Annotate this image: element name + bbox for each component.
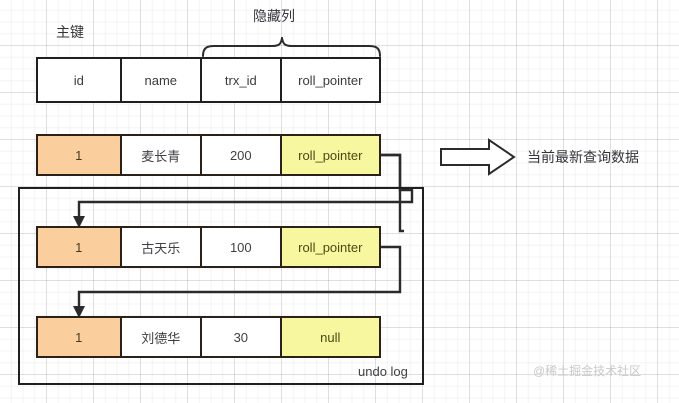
table-row: 1 刘德华 30 null [36,316,381,358]
watermark: @稀土掘金技术社区 [533,364,642,378]
primary-key-label: 主键 [56,24,84,40]
block-arrow-latest [440,138,516,176]
arrowhead-row3 [73,306,85,318]
schema-header-table: id name trx_id roll_pointer [36,57,381,103]
row-cell-id: 1 [38,136,122,174]
row-cell-trx-id: 200 [202,136,282,174]
row-cell-name: 麦长青 [121,136,203,174]
row-cell-name: 刘德华 [121,318,203,356]
undo-log-label: undo log [358,364,408,379]
table-row: 1 麦长青 200 roll_pointer [36,134,381,176]
hidden-columns-brace [202,37,381,57]
row-cell-roll-pointer: roll_pointer [281,228,379,266]
latest-query-label: 当前最新查询数据 [527,149,639,165]
row-cell-roll-pointer: null [281,318,379,356]
row-cell-name: 古天乐 [121,228,203,266]
undo-log-container [18,187,424,385]
schema-column-roll-pointer: roll_pointer [298,72,363,88]
schema-column-trx-id: trx_id [202,59,282,101]
row-cell-id: 1 [38,228,122,266]
connector-row2-to-row3 [77,245,402,308]
schema-column-name: name [122,59,203,101]
row-cell-trx-id: 30 [202,318,282,356]
hidden-columns-label: 隐藏列 [253,8,295,24]
row-cell-id: 1 [38,318,122,356]
table-row: 1 古天乐 100 roll_pointer [36,226,381,268]
row-cell-trx-id: 100 [202,228,282,266]
arrowhead-row2 [73,216,85,228]
row-cell-roll-pointer: roll_pointer [281,136,379,174]
connector-row1-path [77,153,414,218]
schema-column-id: id [38,59,122,101]
